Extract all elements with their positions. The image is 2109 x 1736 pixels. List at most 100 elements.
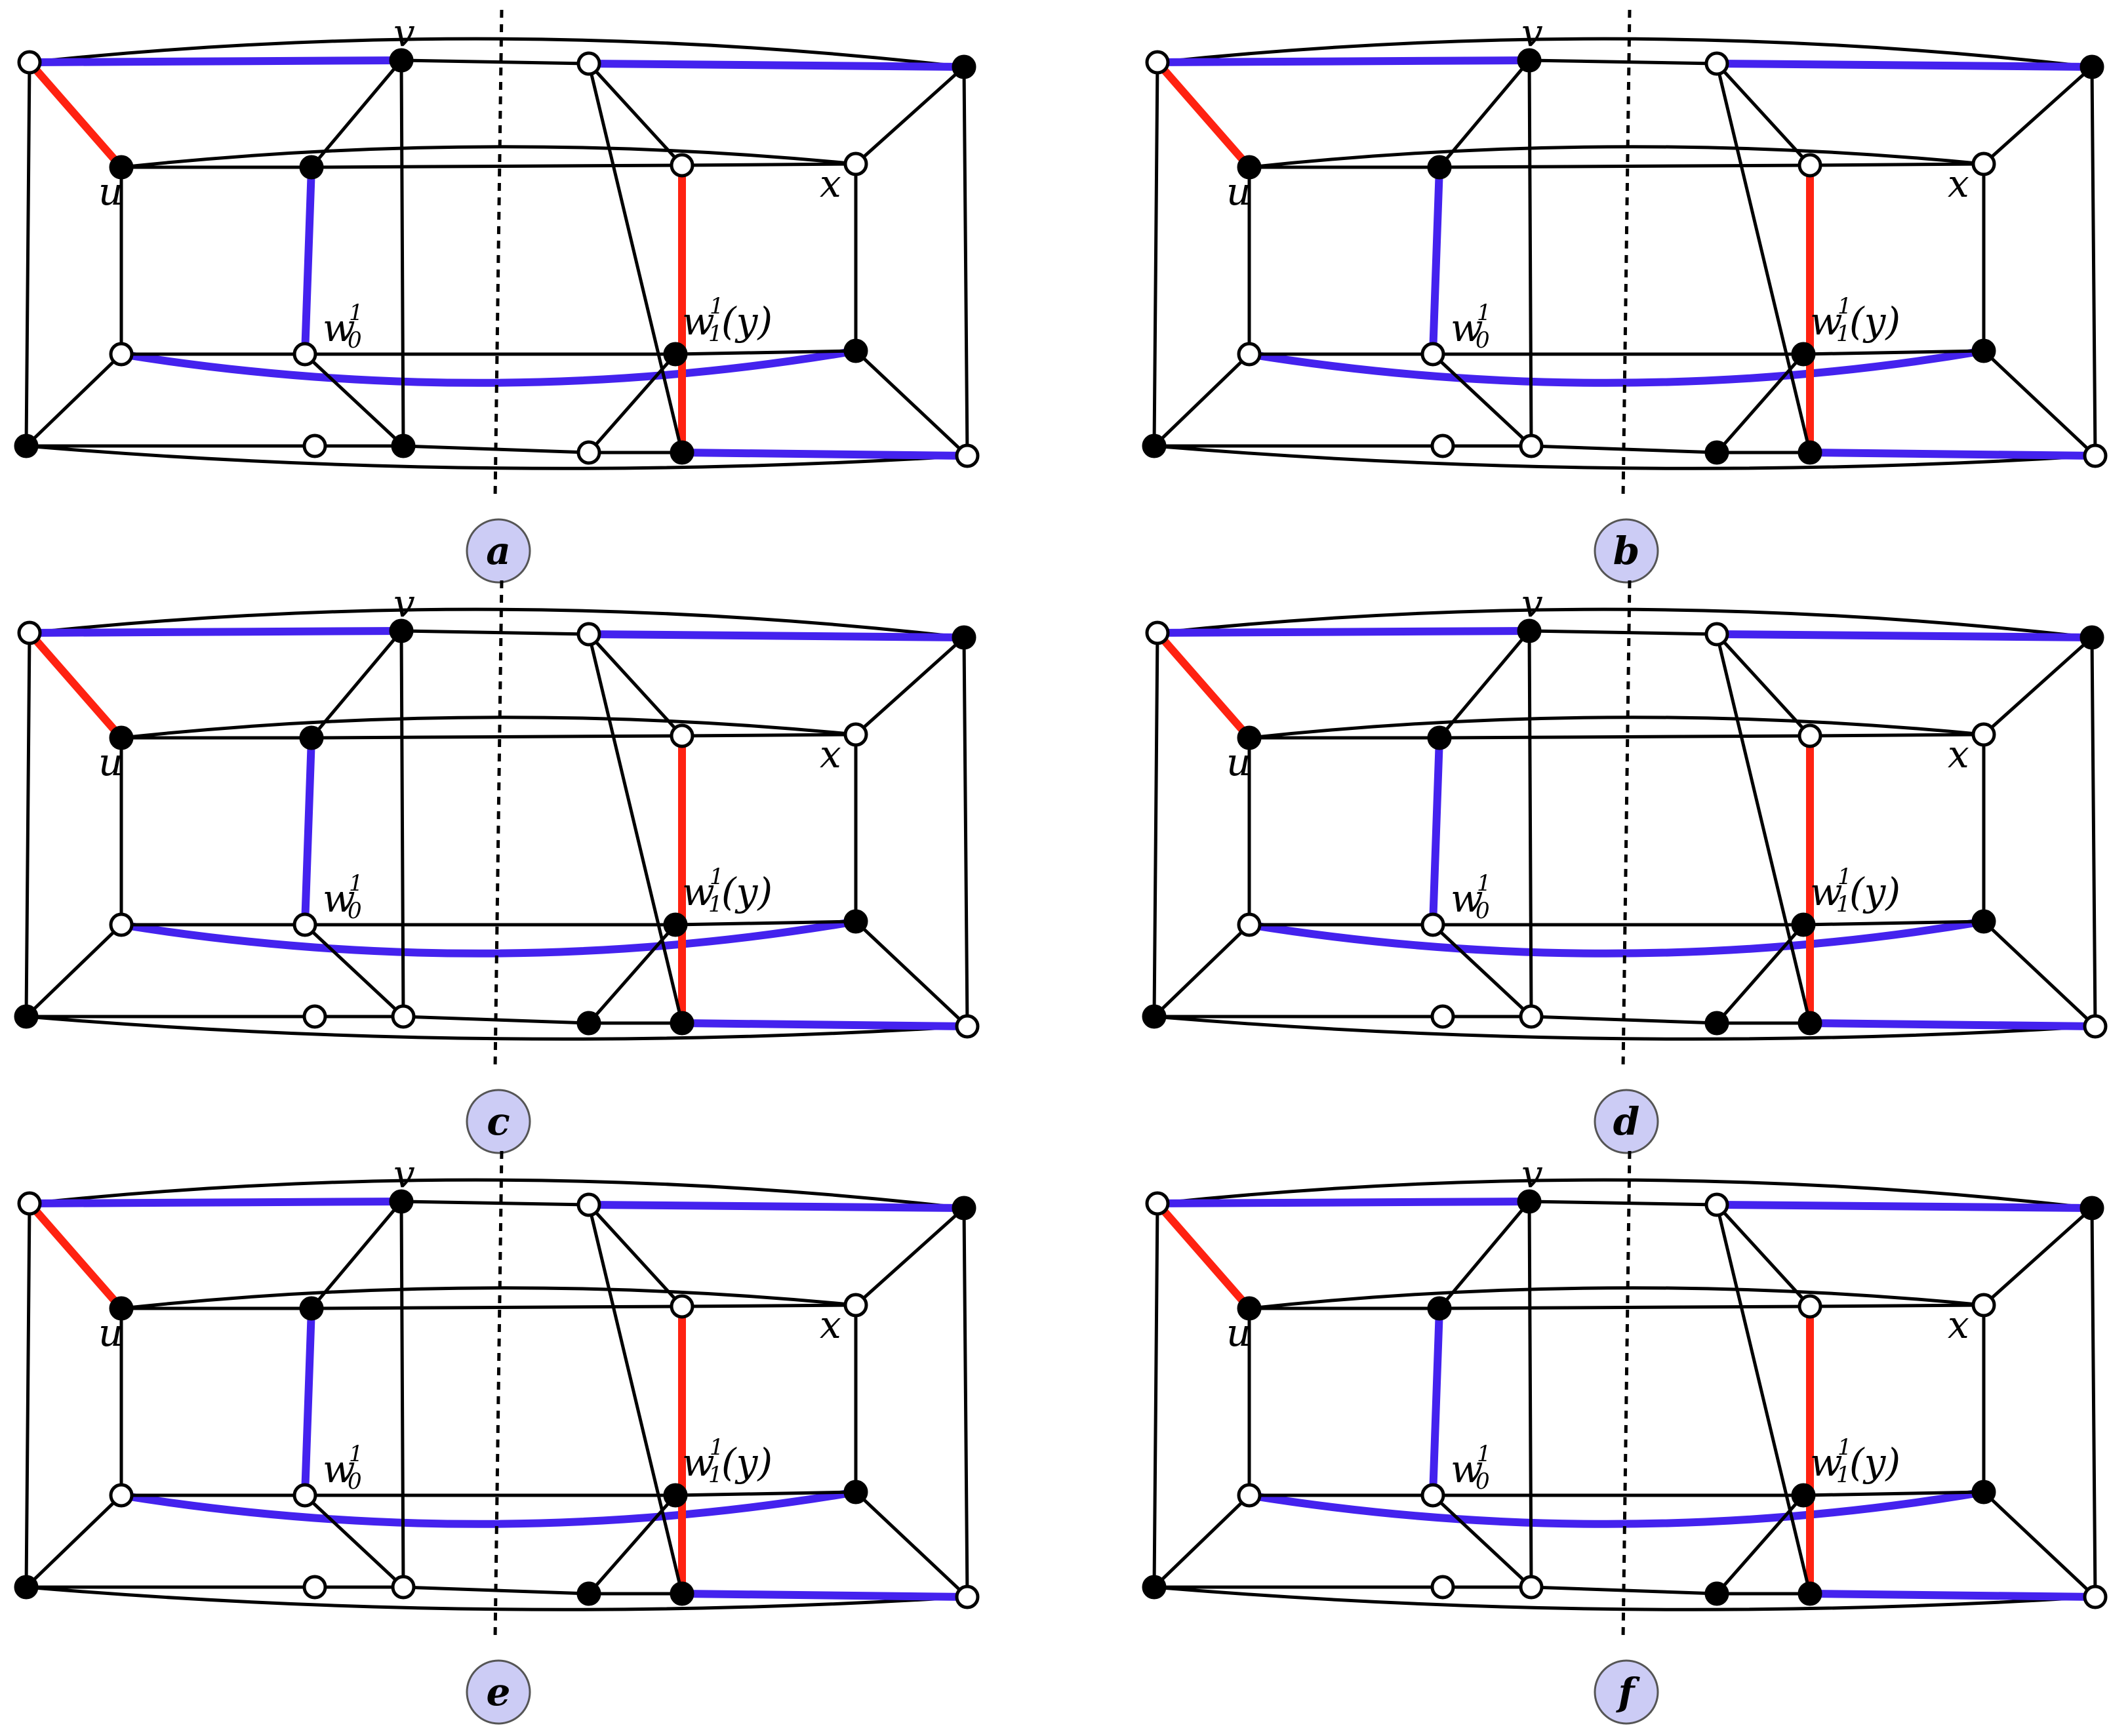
vertex-o6 [2083,1014,2108,1039]
edge-o4-o6 [962,1206,969,1599]
vertex-i1 [299,1296,324,1321]
edge-o6-p4 [1806,449,2099,460]
edge-o6-m3 [854,919,969,1028]
label-w0-sub: 0 [1476,1468,1490,1495]
label-w1-sub: 1 [708,321,723,347]
label-u: u [1226,1310,1251,1355]
label-u: u [98,1310,123,1355]
vertex-m1 [109,1296,134,1321]
vertex-m2 [109,342,134,367]
vertex-p4 [670,1011,694,1036]
vertex-o5 [1142,1575,1167,1600]
vertex-p1 [391,1575,416,1600]
inner-top-arc [121,1286,856,1310]
label-w0: w [323,876,355,921]
edge-o2-o3 [399,58,591,66]
edge-o3-i4 [587,632,684,738]
edge-m3-i3 [673,349,858,356]
edge-o6-p4 [678,1019,971,1030]
edge-o4-o6 [2090,1206,2097,1599]
edge-i4-m4 [1808,1303,1986,1308]
panel-badge [1594,1089,1659,1154]
edge-i4-m4 [1808,162,1986,167]
vertex-m4 [843,1293,868,1318]
edge-o3-i4 [587,1203,684,1308]
edge-m3-i3 [1801,919,1986,927]
edge-o4-m4 [1982,636,2094,737]
vertex-p2 [576,440,601,465]
edge-o3-i4 [1715,632,1812,738]
label-w1-sup: 1 [1838,293,1852,319]
vertex-o6 [2083,443,2108,468]
vertex-i4 [1798,723,1822,748]
edge-o3-i4 [1715,1203,1812,1308]
inner-bottom-arc [1249,347,1985,387]
edge-o2-p1 [1527,629,1533,1019]
edge-o5-o1 [24,1201,31,1589]
inner-top-arc [1249,145,1984,169]
edge-o5-m2 [24,352,123,448]
edge-o3-i4 [587,62,684,167]
cut-line [1621,9,1632,499]
vertex-o4 [952,54,976,79]
edge-o3-o4 [1713,630,2096,641]
inner-top-arc [121,716,856,740]
vertex-i3 [1791,1483,1816,1508]
vertex-m4 [1971,1293,1996,1318]
vertex-p2 [1704,1011,1729,1036]
edge-o5-o1 [24,631,31,1019]
inner-top-arc [1249,1286,1984,1310]
vertex-i2 [292,912,317,937]
vertex-p3 [302,434,327,458]
edge-o3-o4 [585,60,968,71]
edge-o5-m2 [24,1493,123,1589]
edge-o3-p4 [587,632,684,1025]
vertex-o6 [955,1014,980,1039]
vertex-o5 [1142,434,1167,458]
label-w1: w [1810,299,1843,344]
label-u: u [1226,169,1251,214]
inner-bottom-arc [121,918,857,958]
edge-o2-p1 [399,629,405,1019]
edge-i2-p1 [303,352,405,448]
label-u: u [98,169,123,214]
vertex-m1 [1237,725,1262,750]
panel-badge [466,1089,531,1154]
vertex-i2 [1420,342,1445,367]
vertex-o3 [576,622,601,647]
edge-o2-o3 [399,1200,591,1207]
edge-o1-o2 [26,1198,405,1207]
edge-o1-o2 [1154,627,1533,637]
label-w1-y: (y) [1849,299,1900,344]
vertex-p1 [391,1004,416,1029]
edge-o6-m3 [1982,349,2097,458]
edge-o1-o2 [26,627,405,637]
label-w1-sub: 1 [708,1462,723,1488]
label-w0: w [1451,306,1483,350]
edge-o2-o3 [1527,1200,1719,1207]
edge-o1-o2 [1154,56,1533,66]
vertex-p1 [1519,1004,1544,1029]
edge-i1-i2 [1429,1304,1443,1499]
edge-o6-p4 [678,1590,971,1601]
label-x: x [1948,161,1969,206]
vertex-i4 [1798,153,1822,178]
vertex-m2 [109,912,134,937]
vertex-o1 [1145,620,1170,645]
edge-i1-i4 [310,734,684,740]
vertex-o5 [14,1004,39,1029]
vertex-o1 [1145,1191,1170,1216]
edge-o4-m4 [1982,1206,2094,1307]
vertex-i4 [670,1294,694,1319]
vertex-m3 [1971,909,1996,934]
edge-o2-o3 [399,629,591,636]
edge-o4-o6 [962,65,969,458]
edge-o3-p4 [587,1203,684,1596]
label-w0-sub: 0 [348,327,362,353]
edge-o6-p4 [678,449,971,460]
edge-o1-m1 [26,629,125,742]
label-w0-sup: 1 [1477,300,1491,326]
edge-o3-o4 [585,630,968,641]
vertex-p4 [1798,1581,1822,1606]
